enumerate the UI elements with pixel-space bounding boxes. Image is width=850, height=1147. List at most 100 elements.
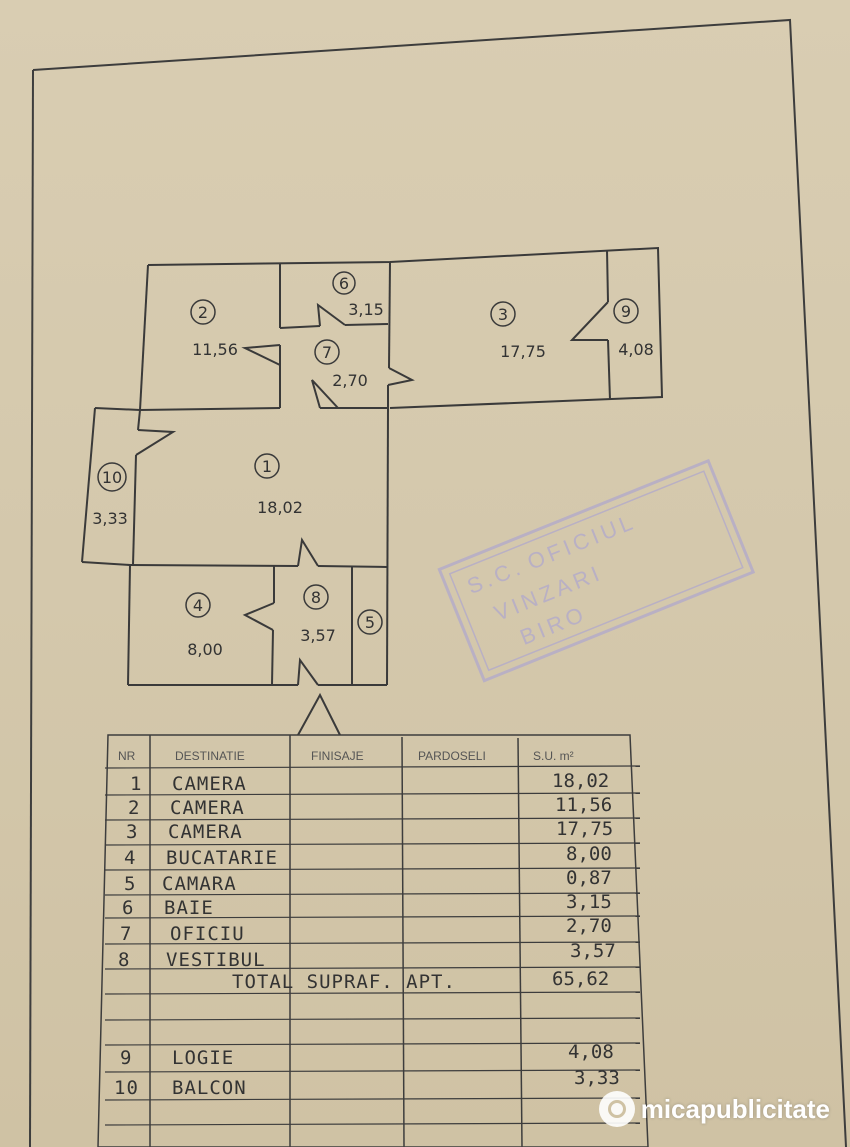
table-rule: [104, 892, 641, 896]
svg-text:1: 1: [262, 457, 272, 476]
svg-text:4: 4: [124, 847, 136, 869]
svg-text:BAIE: BAIE: [164, 897, 214, 919]
table-rule: [104, 1017, 641, 1021]
page-border: [32, 18, 847, 1147]
svg-text:CAMERA: CAMERA: [170, 797, 245, 819]
table-rule: [104, 1042, 641, 1046]
svg-text:CAMERA: CAMERA: [168, 821, 243, 843]
watermark: micapublicitate: [598, 1091, 830, 1127]
svg-text:VESTIBUL: VESTIBUL: [166, 949, 266, 971]
table-row: 2 CAMERA 11,56: [128, 794, 612, 819]
table-row: 10 BALCON 3,33: [114, 1067, 620, 1099]
svg-text:11,56: 11,56: [555, 794, 612, 816]
svg-text:CAMERA: CAMERA: [172, 773, 247, 795]
svg-text:5: 5: [365, 613, 375, 632]
table-header: NR DESTINATIE FINISAJE PARDOSELI S.U. m²: [118, 749, 574, 763]
table-rule: [104, 1069, 641, 1073]
table-rule: [104, 842, 641, 846]
table-rule: [104, 991, 641, 995]
svg-text:4,08: 4,08: [618, 340, 654, 359]
room-4-label: 4 8,00: [185, 592, 223, 659]
svg-text:17,75: 17,75: [556, 818, 613, 840]
room-10-label: 10 3,33: [92, 462, 128, 528]
room-5-label: 5: [357, 609, 383, 635]
table-rule: [104, 817, 641, 821]
svg-text:8: 8: [311, 588, 321, 607]
svg-text:2: 2: [198, 303, 208, 322]
room-1-label: 1 18,02: [254, 453, 303, 517]
room-6-label: 6 3,15: [332, 271, 384, 319]
svg-text:4: 4: [193, 596, 203, 615]
floor-plan: [81, 246, 664, 736]
svg-text:2,70: 2,70: [566, 915, 612, 937]
svg-text:11,56: 11,56: [192, 340, 238, 359]
svg-text:5: 5: [124, 873, 136, 895]
svg-text:3,57: 3,57: [300, 626, 336, 645]
svg-text:LOGIE: LOGIE: [172, 1047, 234, 1069]
svg-text:6: 6: [122, 897, 134, 919]
room-9-label: 9 4,08: [613, 298, 654, 359]
svg-text:BALCON: BALCON: [172, 1077, 247, 1099]
room-labels: 1 18,02 2 11,56 3 17,75 4 8,00 5 6 3,15: [92, 271, 654, 659]
svg-text:3,15: 3,15: [566, 891, 612, 913]
svg-text:18,02: 18,02: [552, 770, 609, 792]
table-body: 1 CAMERA 18,02 2 CAMERA 11,56 3 CAMERA 1…: [114, 770, 620, 1099]
watermark-text: micapublicitate: [640, 1093, 830, 1124]
svg-text:3,33: 3,33: [574, 1067, 620, 1089]
table-rule: [104, 966, 641, 970]
table-row: 3 CAMERA 17,75: [126, 818, 613, 843]
table-rule: [104, 915, 641, 919]
room-2-label: 2 11,56: [190, 299, 238, 359]
official-stamp: S.C. OFICIUL VINZARI BIRO: [437, 458, 756, 683]
brand-logo-icon: [598, 1091, 635, 1127]
svg-text:FINISAJE: FINISAJE: [311, 749, 364, 763]
svg-text:3: 3: [498, 305, 508, 324]
svg-text:2,70: 2,70: [332, 371, 368, 390]
table-rule: [104, 1122, 641, 1126]
svg-text:PARDOSELI: PARDOSELI: [418, 749, 486, 763]
table-row: 7 OFICIU 2,70: [120, 915, 612, 945]
table-row: 6 BAIE 3,15: [122, 891, 612, 919]
table-row: 4 BUCATARIE 8,00: [124, 843, 612, 869]
room-7-label: 7 2,70: [314, 339, 368, 390]
svg-text:DESTINATIE: DESTINATIE: [175, 749, 245, 763]
svg-text:18,02: 18,02: [257, 498, 303, 517]
svg-text:BUCATARIE: BUCATARIE: [166, 847, 278, 869]
room-8-label: 8 3,57: [300, 584, 336, 645]
table-rule: [104, 792, 641, 796]
table-row: 9 LOGIE 4,08: [120, 1041, 614, 1069]
table-row: 8 VESTIBUL 3,57: [118, 940, 616, 971]
svg-text:8: 8: [118, 949, 130, 971]
table-rule: [104, 1097, 641, 1101]
svg-text:3,33: 3,33: [92, 509, 128, 528]
table-total-row: TOTAL SUPRAF. APT. 65,62: [232, 968, 609, 993]
svg-text:7: 7: [322, 343, 332, 362]
room-3-label: 3 17,75: [490, 301, 546, 361]
room-table-row-lines: [104, 765, 641, 1126]
svg-text:8,00: 8,00: [187, 640, 223, 659]
table-rule: [104, 765, 641, 769]
svg-text:10: 10: [102, 468, 122, 487]
svg-text:TOTAL SUPRAF. APT.: TOTAL SUPRAF. APT.: [232, 971, 456, 993]
svg-text:7: 7: [120, 923, 132, 945]
svg-text:4,08: 4,08: [568, 1041, 614, 1063]
svg-text:2: 2: [128, 797, 140, 819]
svg-text:0,87: 0,87: [566, 867, 612, 889]
svg-text:3: 3: [126, 821, 138, 843]
svg-text:S.U. m²: S.U. m²: [533, 749, 574, 763]
svg-text:1: 1: [130, 773, 142, 795]
svg-text:6: 6: [339, 274, 349, 293]
svg-text:8,00: 8,00: [566, 843, 612, 865]
svg-text:3,15: 3,15: [348, 300, 384, 319]
svg-text:10: 10: [114, 1077, 139, 1099]
svg-text:65,62: 65,62: [552, 968, 609, 990]
svg-text:9: 9: [621, 302, 631, 321]
table-row: 1 CAMERA 18,02: [130, 770, 609, 795]
table-row: 5 CAMARA 0,87: [124, 867, 612, 895]
svg-text:NR: NR: [118, 749, 136, 763]
svg-text:17,75: 17,75: [500, 342, 546, 361]
svg-text:3,57: 3,57: [570, 940, 616, 962]
page-border-left: [29, 69, 34, 1147]
